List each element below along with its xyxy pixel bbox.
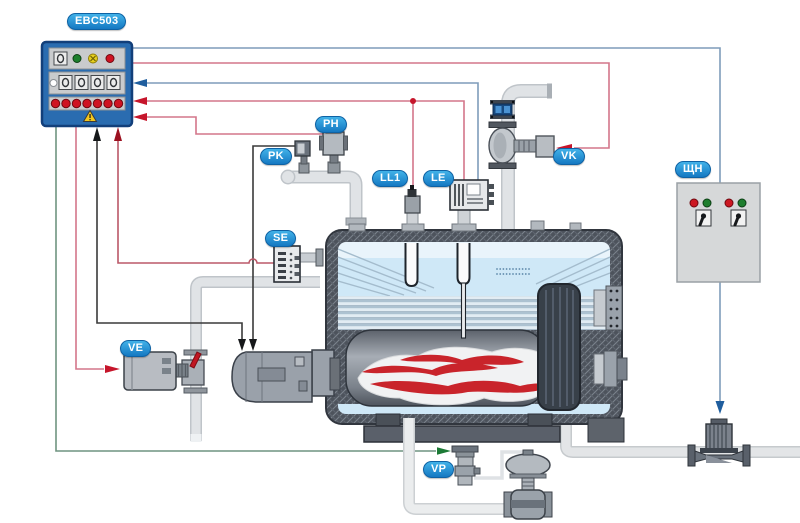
reversal-chamber — [537, 283, 581, 411]
ll1-label-badge: LL1 — [372, 170, 409, 187]
arrow-into-panel-black — [93, 127, 101, 141]
se-label-badge: SE — [265, 230, 297, 247]
arrow-into-panel-red1 — [133, 97, 147, 105]
steam-pipe-end-flange — [547, 83, 552, 99]
shn-red-led-2 — [724, 198, 734, 208]
line-ph-to-panel — [146, 116, 326, 135]
darkred-control-line — [117, 137, 274, 264]
blue-arrows — [133, 79, 725, 414]
level-probe-ll1 — [401, 185, 425, 232]
line-le-to-panel — [146, 82, 479, 181]
flame — [357, 346, 566, 406]
se-sensor — [273, 245, 324, 283]
arrow-to-burner-1 — [238, 339, 246, 351]
pressure-transmitter-ph — [319, 125, 348, 174]
control-panel-ebc503 — [40, 40, 134, 128]
feed-pump — [687, 418, 751, 467]
arrow-to-pump — [715, 401, 725, 414]
shn-label-badge: ЩН — [675, 161, 711, 178]
steam-bubbles — [496, 268, 530, 275]
power-panel-shn — [676, 182, 761, 283]
blue-control-lines — [132, 47, 721, 402]
green-control-line — [55, 126, 436, 452]
panel-lamp — [49, 79, 58, 87]
line-levels-to-panel — [146, 100, 465, 188]
red-led — [105, 54, 115, 63]
pipe-open-end — [190, 434, 202, 442]
panel-main-switch — [53, 51, 68, 66]
arrow-to-ve — [105, 365, 120, 373]
boiler — [325, 220, 628, 443]
red-control-lines — [75, 62, 610, 370]
line-pk-to-burner — [252, 145, 297, 340]
alarm-led-row — [50, 98, 124, 109]
boiler-interior — [338, 242, 610, 414]
shn-red-led-1 — [689, 198, 699, 208]
feedwater-valve-ve — [123, 349, 208, 394]
valve-red-lever — [189, 351, 202, 369]
green-led — [72, 54, 82, 63]
black-control-lines — [96, 137, 297, 340]
boiler-right-ports — [593, 285, 628, 388]
line-panel-to-shn-pump — [132, 47, 721, 402]
shn-green-led-1 — [702, 198, 712, 208]
ll1-probe-tube — [404, 243, 419, 288]
line-panel-to-ve — [75, 126, 104, 370]
arrow-into-panel-blue — [133, 79, 147, 87]
shn-green-led-2 — [737, 198, 747, 208]
boiler-top-fittings — [348, 220, 582, 232]
ph-label-badge: PH — [315, 116, 347, 133]
le-label-badge: LE — [423, 170, 454, 187]
bottom-water — [338, 404, 610, 414]
darkred-arrow — [114, 127, 122, 141]
panel-switch-row — [58, 75, 121, 90]
steam-pipe — [501, 83, 552, 232]
vk-label-badge: VK — [553, 148, 585, 165]
black-arrows — [93, 127, 257, 351]
vp-label-badge: VP — [423, 461, 455, 478]
level-electrode-le — [449, 179, 494, 232]
line-panel-to-vk — [132, 62, 610, 149]
blowdown-pipe — [403, 418, 552, 515]
ve-label-badge: VE — [120, 340, 152, 357]
arrow-se-into-panel — [114, 127, 122, 141]
feedwater-pipe — [190, 276, 320, 442]
burner — [231, 349, 341, 403]
le-probe-rod — [460, 282, 467, 339]
arrow-into-panel-red2 — [133, 113, 147, 121]
line-junction-dot — [410, 98, 416, 104]
burner-window — [257, 367, 286, 382]
steam-valve-vk — [488, 121, 555, 169]
steam-sight-glass — [490, 100, 515, 119]
pump-suction-pipe — [560, 418, 800, 458]
arrow-to-burner-2 — [249, 339, 257, 351]
pressure-control-valve — [503, 449, 553, 520]
line-panel-to-vp — [55, 126, 436, 452]
pk-label-badge: PK — [260, 148, 292, 165]
line-panel-to-burner — [96, 137, 243, 340]
arrow-to-vp — [437, 447, 451, 455]
le-probe-tube — [456, 243, 471, 286]
vp-positioner — [451, 445, 481, 486]
pressure-pipe — [280, 169, 367, 227]
line-se-to-panel — [117, 137, 274, 264]
panel-label-badge: EBC503 — [67, 13, 127, 30]
green-arrow — [437, 447, 451, 455]
pressure-switch-pk — [294, 140, 311, 174]
